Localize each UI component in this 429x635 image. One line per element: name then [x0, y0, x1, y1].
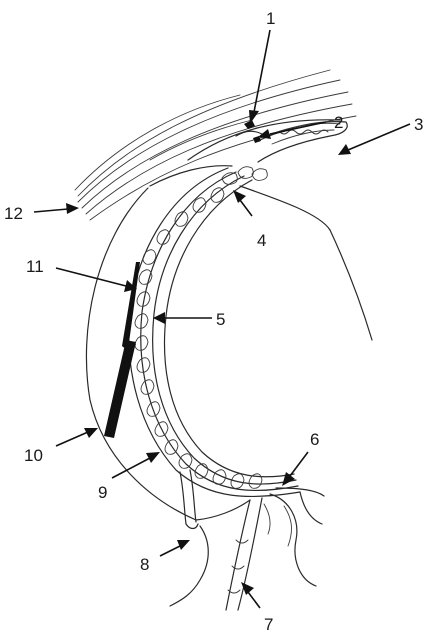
fibre-bundle [75, 70, 356, 220]
label-11: 11 [26, 257, 44, 276]
label-3: 3 [414, 115, 423, 134]
label-10: 10 [24, 446, 43, 465]
curved-wall [86, 166, 300, 520]
label-6: 6 [310, 430, 319, 449]
label-2: 2 [334, 113, 343, 132]
label-9: 9 [98, 483, 107, 502]
label-5: 5 [216, 310, 225, 329]
label-8: 8 [140, 555, 149, 574]
label-1: 1 [266, 9, 275, 28]
label-12: 12 [4, 204, 23, 223]
label-7: 7 [264, 615, 273, 634]
label-4: 4 [257, 231, 266, 250]
lower-structures [170, 230, 372, 610]
